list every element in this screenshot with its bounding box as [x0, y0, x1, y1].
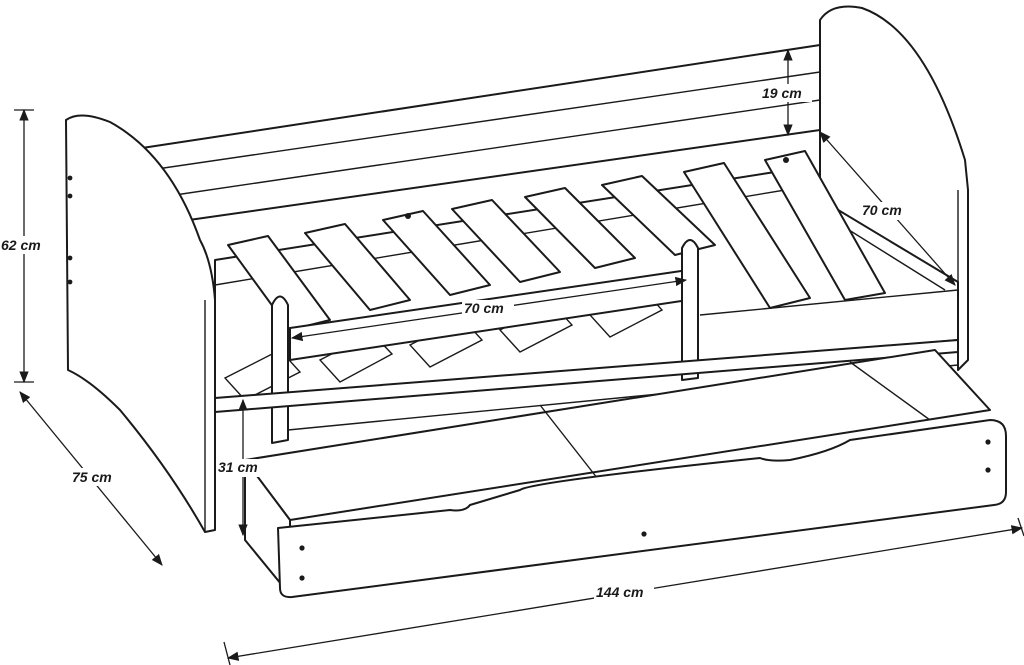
- label-depth: 75 cm: [72, 469, 112, 485]
- label-length: 144 cm: [596, 584, 643, 600]
- footboard-hole-1: [67, 175, 73, 181]
- footboard-hole-2: [67, 193, 73, 199]
- slat-hole-1: [405, 213, 411, 219]
- drawer-screw-1: [299, 545, 305, 551]
- footboard-hole-3: [67, 255, 73, 261]
- drawer-screw-2: [299, 575, 305, 581]
- label-height: 62 cm: [1, 237, 41, 253]
- footboard-hole-4: [67, 279, 73, 285]
- label-guard: 70 cm: [464, 300, 504, 316]
- slat-7: [683, 162, 811, 309]
- slat-4: [451, 199, 561, 283]
- guard-post-left: [271, 295, 289, 444]
- guard-post-right: [681, 239, 699, 381]
- slat-hole-2: [783, 157, 789, 163]
- label-rail-span: 70 cm: [862, 202, 902, 218]
- drawer-screw-4: [985, 467, 991, 473]
- label-headboard: 19 cm: [762, 85, 802, 101]
- slat-6: [601, 175, 716, 256]
- drawer-handle-dot: [641, 531, 647, 537]
- left-footboard: [65, 114, 216, 533]
- slat-5: [524, 187, 636, 269]
- dimension-labels: 62 cm 75 cm 19 cm 70 cm 70 cm 31 cm 144 …: [0, 84, 912, 601]
- label-drawer: 31 cm: [218, 459, 258, 475]
- drawer-screw-3: [985, 439, 991, 445]
